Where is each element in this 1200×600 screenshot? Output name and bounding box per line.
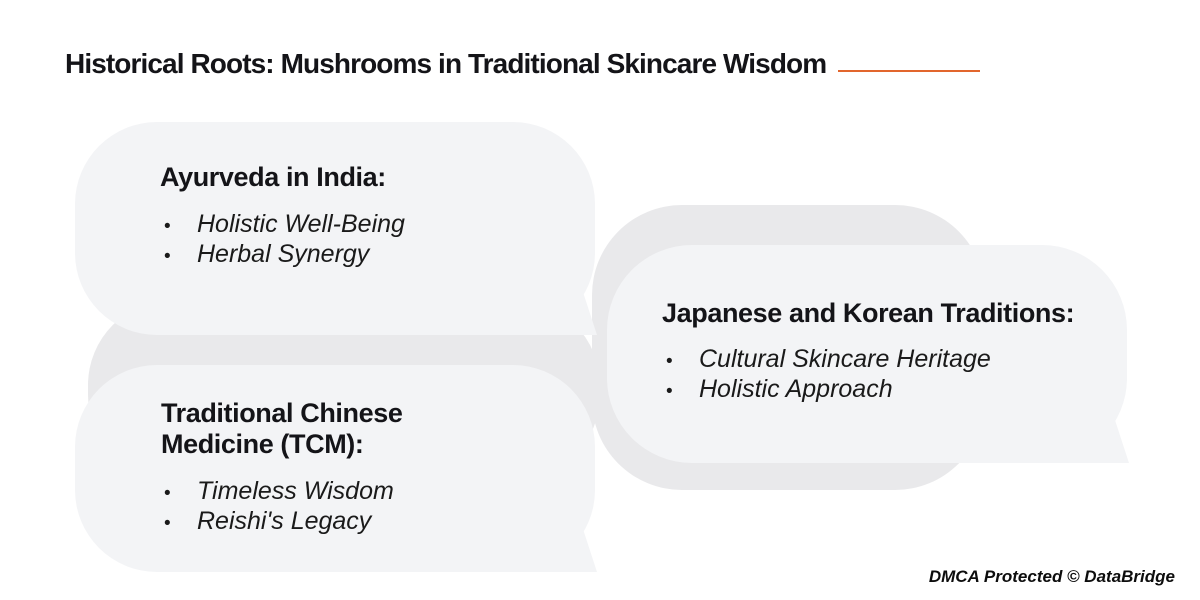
bullet-dot: •	[164, 216, 171, 237]
title-underline-accent	[838, 70, 980, 72]
bullet-list-ayurveda: • Holistic Well-Being • Herbal Synergy	[160, 209, 405, 269]
bullet-text: Herbal Synergy	[197, 240, 370, 268]
list-item: • Herbal Synergy	[160, 239, 405, 269]
dmca-watermark: DMCA Protected © DataBridge	[928, 567, 1175, 586]
bullet-dot: •	[164, 246, 171, 267]
bubble-heading-ayurveda: Ayurveda in India:	[160, 162, 386, 192]
list-item: • Holistic Well-Being	[160, 209, 405, 239]
bullet-dot: •	[666, 351, 673, 372]
speech-bubble-japan-korea	[607, 245, 1129, 463]
speech-bubble-tail	[497, 243, 597, 335]
list-item: • Timeless Wisdom	[160, 476, 394, 506]
bullet-text: Holistic Approach	[699, 375, 893, 403]
bullet-dot: •	[666, 381, 673, 402]
list-item: • Cultural Skincare Heritage	[662, 344, 991, 374]
speech-bubble-tail	[497, 480, 597, 572]
bubble-heading-tcm: Traditional Chinese Medicine (TCM):	[161, 398, 403, 459]
page-title: Historical Roots: Mushrooms in Tradition…	[65, 48, 827, 79]
bullet-list-tcm: • Timeless Wisdom • Reishi's Legacy	[160, 476, 394, 536]
bullet-text: Reishi's Legacy	[197, 507, 372, 535]
speech-bubble-tcm	[75, 365, 597, 572]
bubble-heading-japan-korea: Japanese and Korean Traditions:	[662, 298, 1075, 328]
list-item: • Reishi's Legacy	[160, 506, 394, 536]
bullet-text: Holistic Well-Being	[197, 210, 405, 238]
speech-bubble-tail	[1029, 371, 1129, 463]
list-item: • Holistic Approach	[662, 374, 991, 404]
speech-bubble-ayurveda	[75, 122, 597, 335]
bullet-list-japan-korea: • Cultural Skincare Heritage • Holistic …	[662, 344, 991, 404]
bullet-dot: •	[164, 513, 171, 534]
bullet-text: Timeless Wisdom	[197, 477, 394, 505]
bullet-text: Cultural Skincare Heritage	[699, 345, 991, 373]
bullet-dot: •	[164, 483, 171, 504]
